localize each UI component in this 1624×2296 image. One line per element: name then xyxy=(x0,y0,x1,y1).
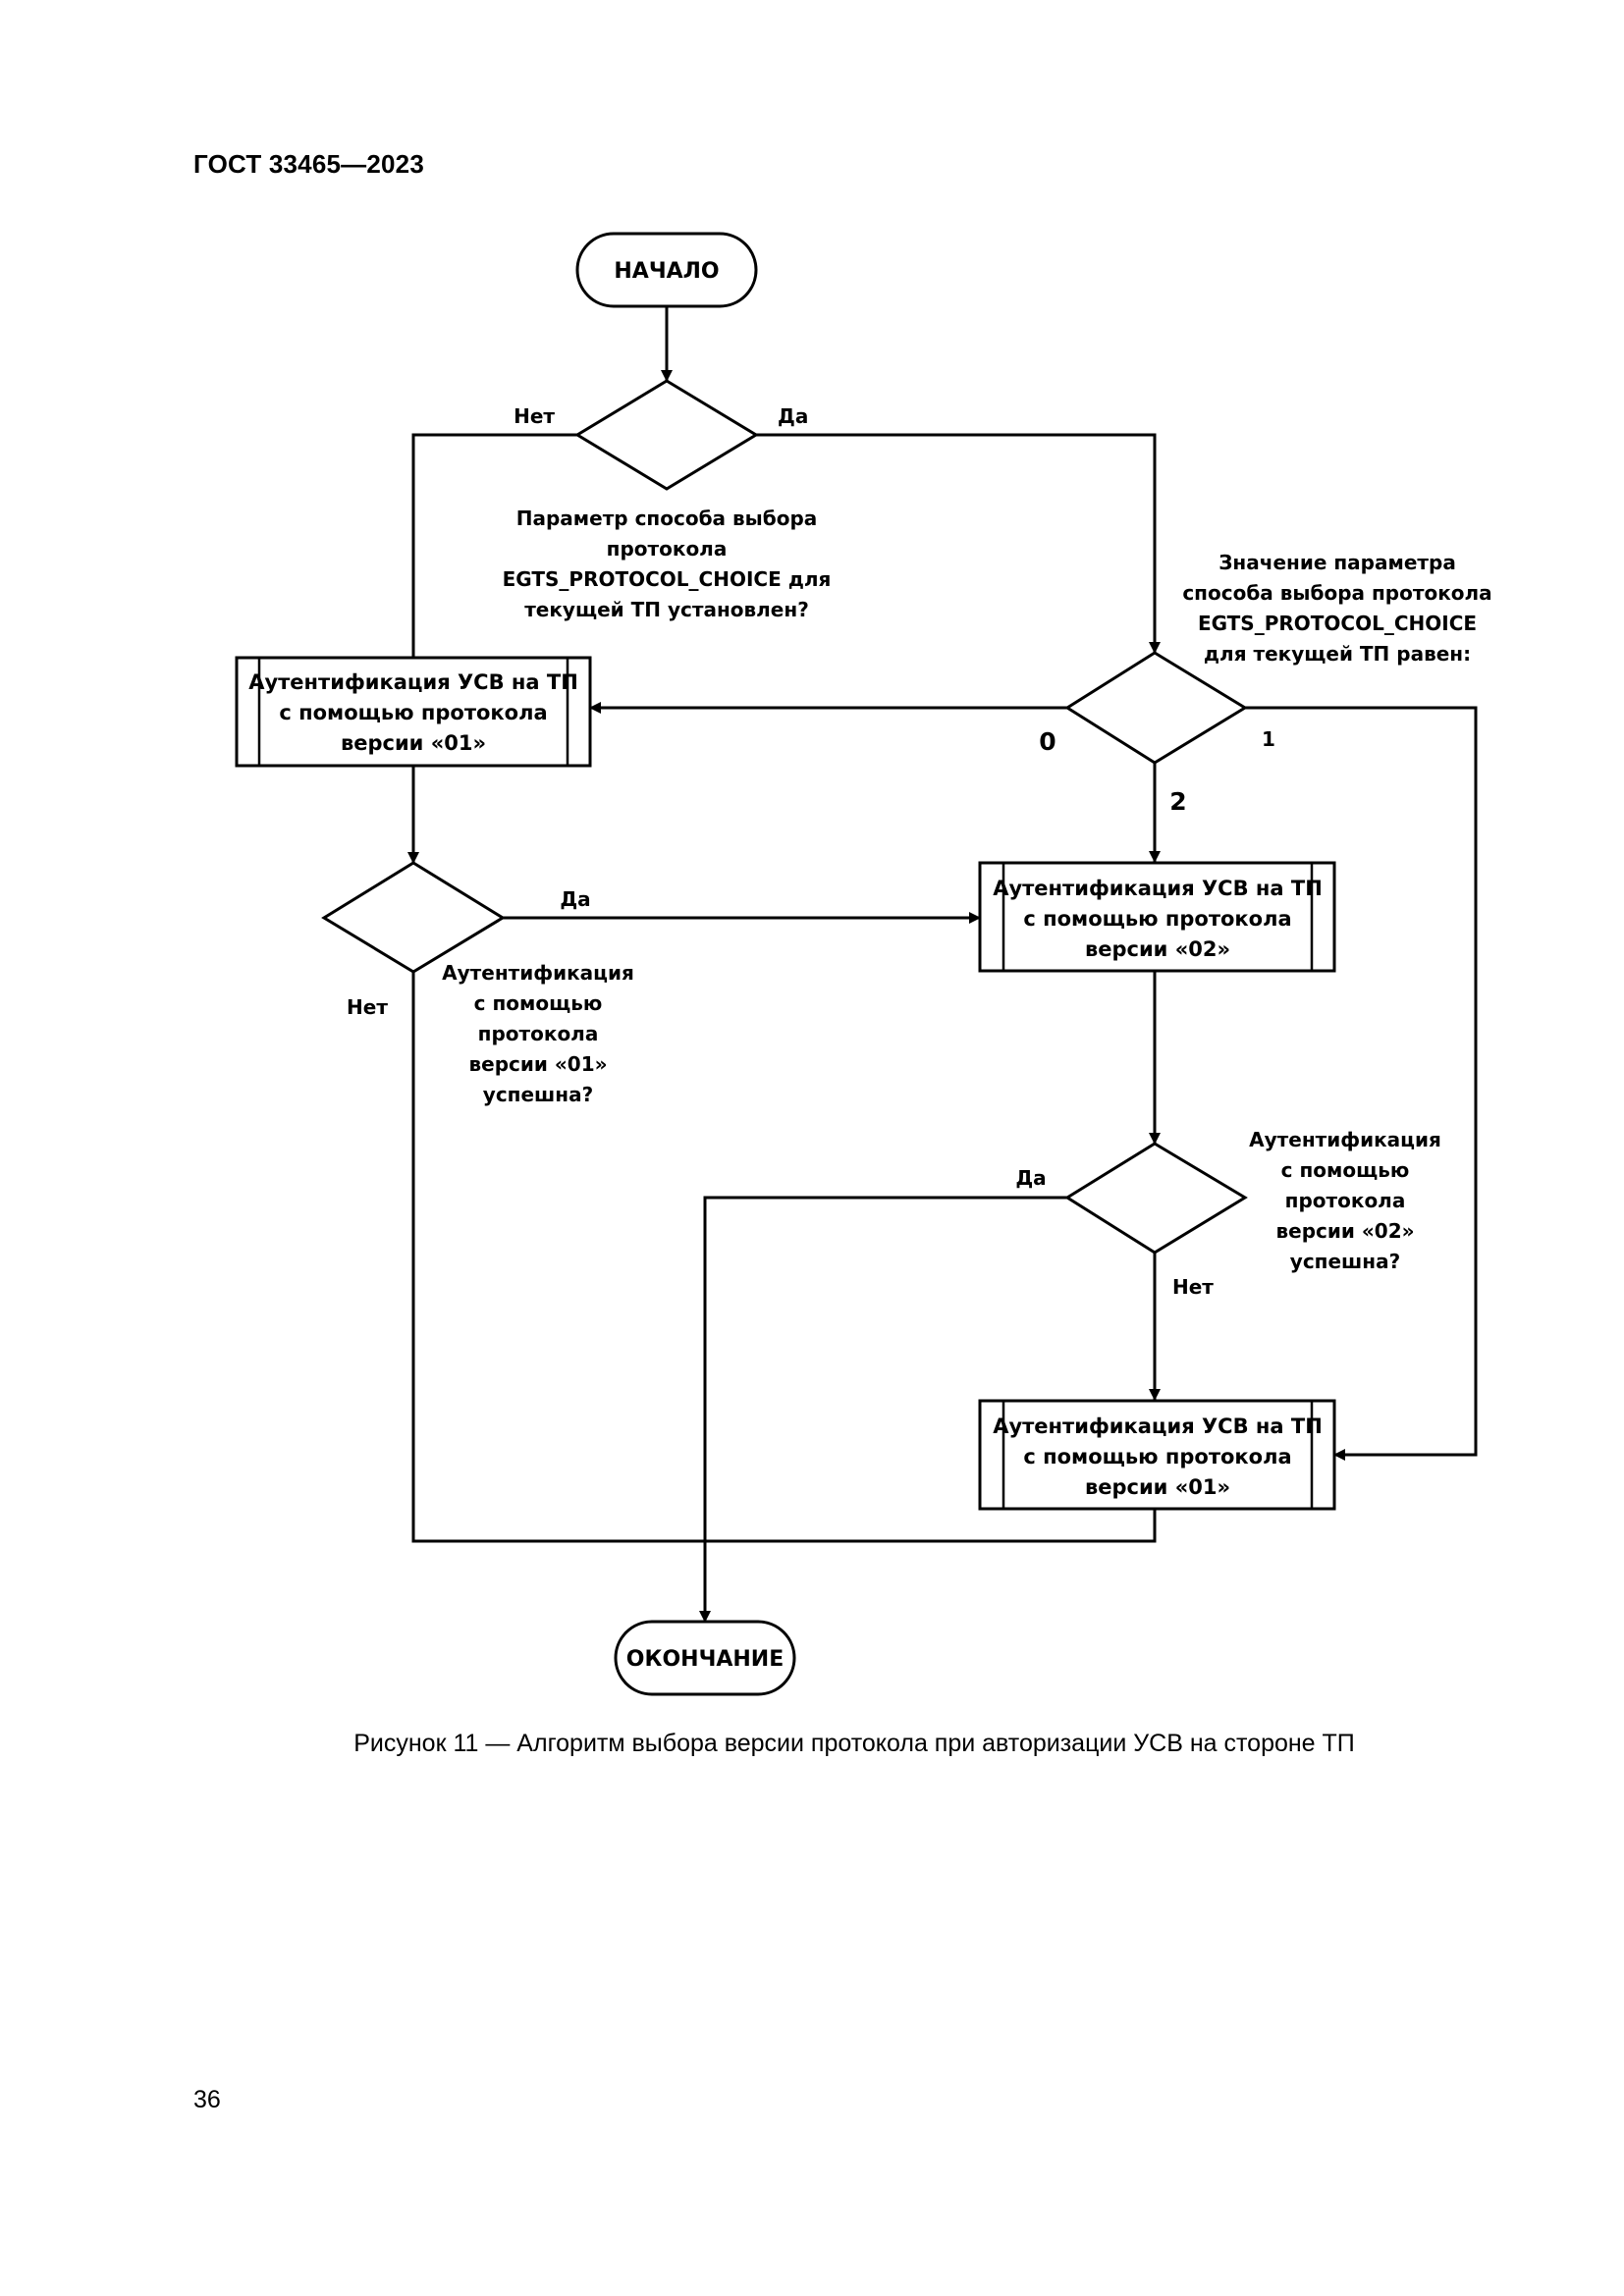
end-label: ОКОНЧАНИЕ xyxy=(626,1647,784,1672)
svg-text:версии «01»: версии «01» xyxy=(468,1052,607,1076)
svg-text:Аутентификация УСВ на ТП: Аутентификация УСВ на ТП xyxy=(248,670,578,694)
svg-text:Аутентификация УСВ на ТП: Аутентификация УСВ на ТП xyxy=(993,1415,1323,1438)
decision1-yes-label: Да xyxy=(778,404,808,428)
connector-decision4-yes xyxy=(699,1196,1067,1623)
decision4-question: Аутентификация с помощью протокола верси… xyxy=(1249,1128,1441,1273)
svg-text:EGTS_PROTOCOL_CHOICE: EGTS_PROTOCOL_CHOICE xyxy=(1198,612,1477,635)
decision4-no-label: Нет xyxy=(1172,1275,1214,1299)
svg-text:с помощью протокола: с помощью протокола xyxy=(1023,1445,1291,1468)
connector-decision2-option1 xyxy=(1245,706,1478,1461)
svg-text:Значение параметра: Значение параметра xyxy=(1218,551,1456,574)
process-v02-text: Аутентификация УСВ на ТП с помощью прото… xyxy=(993,877,1323,961)
decision2-option0-label: 0 xyxy=(1039,727,1056,756)
start-terminator xyxy=(575,232,758,308)
svg-text:версии «02»: версии «02» xyxy=(1085,937,1230,961)
decision3-diamond xyxy=(321,861,506,974)
connector-decision1-no xyxy=(407,433,577,699)
svg-text:протокола: протокола xyxy=(1285,1189,1406,1212)
start-label: НАЧАЛО xyxy=(614,259,719,284)
svg-text:версии «01»: версии «01» xyxy=(341,731,486,755)
end-terminator xyxy=(614,1620,796,1696)
page-number: 36 xyxy=(193,2086,221,2113)
decision1-diamond xyxy=(574,379,759,491)
process-v02-box xyxy=(978,861,1336,973)
svg-text:способа выбора протокола: способа выбора протокола xyxy=(1182,581,1491,605)
decision4-diamond xyxy=(1064,1142,1248,1255)
decision3-question: Аутентификация с помощью протокола верси… xyxy=(442,961,634,1106)
svg-text:версии «02»: версии «02» xyxy=(1275,1219,1414,1243)
decision2-option1-label: 1 xyxy=(1262,727,1275,751)
decision2-question: Значение параметра способа выбора проток… xyxy=(1182,551,1491,666)
decision2-option2-label: 2 xyxy=(1169,787,1186,816)
decision3-no-label: Нет xyxy=(347,995,388,1019)
svg-text:для текущей ТП равен:: для текущей ТП равен: xyxy=(1204,642,1471,666)
connector-decision1-yes xyxy=(756,433,1161,654)
decision1-question: Параметр способа выбора протокола EGTS_P… xyxy=(503,507,832,621)
svg-text:EGTS_PROTOCOL_CHOICE для: EGTS_PROTOCOL_CHOICE для xyxy=(503,567,832,591)
decision3-yes-label: Да xyxy=(560,887,590,911)
svg-text:с помощью протокола: с помощью протокола xyxy=(1023,907,1291,931)
svg-text:Аутентификация: Аутентификация xyxy=(1249,1128,1441,1151)
flowchart: НАЧАЛО ОКОНЧАНИЕ Нет Да Параметр способа… xyxy=(235,232,1492,1696)
svg-text:успешна?: успешна? xyxy=(483,1083,593,1106)
document-header: ГОСТ 33465—2023 xyxy=(193,149,424,179)
svg-text:Параметр способа выбора: Параметр способа выбора xyxy=(516,507,818,530)
svg-text:с помощью: с помощью xyxy=(474,991,603,1015)
decision4-yes-label: Да xyxy=(1015,1166,1046,1190)
process-v01-bottom-text: Аутентификация УСВ на ТП с помощью прото… xyxy=(993,1415,1323,1499)
svg-text:с помощью протокола: с помощью протокола xyxy=(279,701,547,724)
svg-text:Аутентификация УСВ на ТП: Аутентификация УСВ на ТП xyxy=(993,877,1323,900)
process-v01-bottom-box xyxy=(978,1399,1336,1511)
connector-decision3-no xyxy=(411,972,1157,1543)
decision1-no-label: Нет xyxy=(514,404,555,428)
process-v01-top-box xyxy=(235,656,592,768)
svg-text:версии «01»: версии «01» xyxy=(1085,1475,1230,1499)
svg-text:Аутентификация: Аутентификация xyxy=(442,961,634,985)
decision2-diamond xyxy=(1064,651,1248,765)
svg-text:протокола: протокола xyxy=(607,537,728,561)
svg-text:протокола: протокола xyxy=(478,1022,599,1045)
svg-text:успешна?: успешна? xyxy=(1290,1250,1400,1273)
process-v01-top-text: Аутентификация УСВ на ТП с помощью прото… xyxy=(248,670,578,755)
svg-text:с помощью: с помощью xyxy=(1281,1158,1410,1182)
svg-text:текущей ТП установлен?: текущей ТП установлен? xyxy=(524,598,809,621)
figure-caption: Рисунок 11 — Алгоритм выбора версии прот… xyxy=(353,1730,1355,1757)
